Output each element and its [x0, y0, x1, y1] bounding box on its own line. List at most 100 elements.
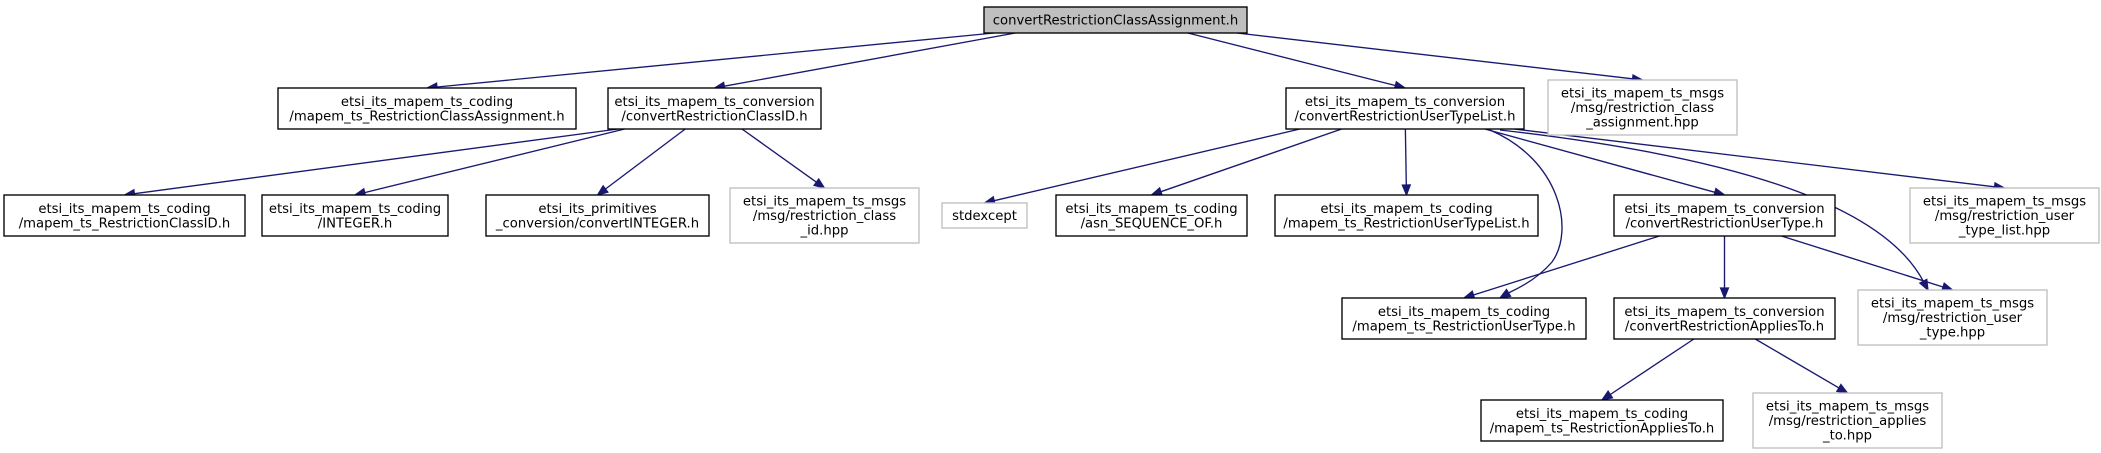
- node-n9[interactable]: stdexcept: [941, 202, 1028, 229]
- edge-line: [134, 128, 619, 195]
- edge-line: [1473, 235, 1660, 296]
- node-label-line: etsi_its_mapem_ts_msgs: [1561, 87, 1724, 102]
- edge-arrowhead: [1401, 184, 1412, 197]
- edge-n3-to-n13: [1513, 128, 2007, 192]
- node-box: [607, 87, 822, 130]
- edge-arrowhead: [1600, 390, 1614, 401]
- node-root[interactable]: convertRestrictionClassAssignment.h: [983, 6, 1248, 34]
- node-n12[interactable]: etsi_its_mapem_ts_conversion/convertRest…: [1613, 194, 1836, 237]
- edge-n2-to-n7: [596, 128, 686, 196]
- node-label-line: _assignment.hpp: [1585, 116, 1699, 131]
- edge-line: [1404, 128, 1407, 186]
- node-n18[interactable]: etsi_its_mapem_ts_msgs/msg/restriction_a…: [1752, 392, 1943, 449]
- node-n11[interactable]: etsi_its_mapem_ts_coding/mapem_ts_Restri…: [1274, 194, 1539, 237]
- edge-line: [1754, 338, 1840, 389]
- edge-n3-to-n12: [1484, 128, 1727, 197]
- edge-line: [1499, 129, 1924, 282]
- node-n8[interactable]: etsi_its_mapem_ts_msgs/msg/restriction_c…: [729, 187, 920, 244]
- edge-n15-to-n17: [1600, 338, 1695, 401]
- node-label-line: /mapem_ts_RestrictionUserTypeList.h: [1283, 216, 1529, 231]
- node-box: [1274, 194, 1539, 237]
- node-label-line: /msg/restriction_applies: [1769, 414, 1927, 429]
- edge-n12-to-n16: [1781, 235, 1955, 292]
- node-label-line: etsi_its_mapem_ts_conversion: [1305, 95, 1505, 110]
- node-box: [261, 194, 449, 237]
- edge-line: [741, 128, 817, 183]
- node-box: [277, 87, 577, 130]
- edge-root-to-n4: [1236, 32, 1645, 84]
- node-label-line: _id.hpp: [800, 224, 849, 239]
- nodes-layer: convertRestrictionClassAssignment.h etsi_…: [3, 6, 2100, 449]
- node-label-line: /msg/restriction_user: [1883, 311, 2023, 326]
- edge-arrowhead: [1498, 288, 1512, 299]
- edge-line: [1236, 32, 1633, 80]
- edge-root-to-n3: [1187, 32, 1407, 91]
- node-box: [1480, 399, 1724, 442]
- node-box: [1341, 297, 1587, 340]
- edge-arrowhead: [1719, 287, 1730, 300]
- node-box: [1547, 79, 1738, 136]
- node-label-line: /msg/restriction_user: [1935, 209, 2075, 224]
- edge-line: [1513, 128, 1995, 188]
- node-label-line: /convertRestrictionClassID.h: [621, 109, 807, 124]
- node-n5[interactable]: etsi_its_mapem_ts_coding/mapem_ts_Restri…: [3, 194, 246, 237]
- edges-layer: [122, 32, 2007, 401]
- node-box: [729, 187, 920, 244]
- node-box: [1285, 87, 1525, 130]
- edge-n12-to-n15: [1719, 236, 1730, 300]
- edge-arrowhead: [812, 177, 826, 189]
- node-label-line: etsi_its_mapem_ts_coding: [1378, 305, 1550, 320]
- edge-n3-to-n11: [1401, 128, 1412, 197]
- edge-line: [364, 128, 625, 194]
- edge-n2-to-n8: [741, 128, 826, 189]
- edge-n12-to-n14: [1462, 235, 1660, 300]
- node-box: [1909, 187, 2100, 244]
- edge-n3-to-n10: [1149, 128, 1342, 197]
- node-label-line: etsi_its_mapem_ts_coding: [269, 202, 441, 217]
- node-label-line: _type_list.hpp: [1958, 224, 2050, 239]
- node-label-line: /mapem_ts_RestrictionClassAssignment.h: [289, 109, 564, 124]
- node-label-line: /msg/restriction_class: [1571, 101, 1714, 116]
- edge-root-to-n1: [425, 32, 995, 92]
- node-label-line: /asn_SEQUENCE_OF.h: [1081, 216, 1223, 231]
- edge-line: [1781, 235, 1944, 288]
- node-n16[interactable]: etsi_its_mapem_ts_msgs/msg/restriction_u…: [1857, 289, 2048, 346]
- node-n15[interactable]: etsi_its_mapem_ts_conversion/convertRest…: [1613, 297, 1836, 340]
- node-box: [941, 202, 1028, 229]
- node-label-line: etsi_its_mapem_ts_msgs: [743, 195, 906, 210]
- node-label-line: etsi_its_mapem_ts_coding: [1320, 202, 1492, 217]
- node-n7[interactable]: etsi_its_primitives_conversion/convertIN…: [485, 194, 710, 237]
- node-label-line: etsi_its_mapem_ts_conversion: [614, 95, 814, 110]
- node-label-line: etsi_its_primitives: [538, 202, 656, 217]
- node-label-line: /INTEGER.h: [318, 216, 392, 231]
- node-n14[interactable]: etsi_its_mapem_ts_coding/mapem_ts_Restri…: [1341, 297, 1587, 340]
- node-label-line: /mapem_ts_RestrictionClassID.h: [19, 216, 231, 231]
- node-label-line: etsi_its_mapem_ts_conversion: [1624, 202, 1824, 217]
- node-label-line: /convertRestrictionAppliesTo.h: [1625, 319, 1824, 334]
- node-n10[interactable]: etsi_its_mapem_ts_coding/asn_SEQUENCE_OF…: [1055, 194, 1248, 237]
- node-label-line: convertRestrictionClassAssignment.h: [993, 14, 1238, 29]
- node-n6[interactable]: etsi_its_mapem_ts_coding/INTEGER.h: [261, 194, 449, 237]
- edge-n15-to-n18: [1754, 338, 1849, 394]
- node-n2[interactable]: etsi_its_mapem_ts_conversion/convertRest…: [607, 87, 822, 130]
- node-n1[interactable]: etsi_its_mapem_ts_coding/mapem_ts_Restri…: [277, 87, 577, 130]
- node-label-line: etsi_its_mapem_ts_msgs: [1766, 400, 1929, 415]
- node-n4[interactable]: etsi_its_mapem_ts_msgs/msg/restriction_c…: [1547, 79, 1738, 136]
- edge-line: [724, 32, 1016, 87]
- node-box: [1055, 194, 1248, 237]
- node-label-line: /convertRestrictionUserTypeList.h: [1295, 109, 1516, 124]
- node-n17[interactable]: etsi_its_mapem_ts_coding/mapem_ts_Restri…: [1480, 399, 1724, 442]
- node-label-line: _conversion/convertINTEGER.h: [495, 216, 699, 231]
- edge-line: [605, 128, 686, 190]
- edge-line: [1160, 128, 1342, 193]
- node-box: [1857, 289, 2048, 346]
- edge-line: [1489, 129, 1563, 294]
- node-box: [1752, 392, 1943, 449]
- node-label-line: _to.hpp: [1822, 429, 1872, 444]
- edge-line: [1609, 338, 1695, 396]
- node-n13[interactable]: etsi_its_mapem_ts_msgs/msg/restriction_u…: [1909, 187, 2100, 244]
- node-n3[interactable]: etsi_its_mapem_ts_conversion/convertRest…: [1285, 87, 1525, 130]
- edge-root-to-n2: [712, 32, 1016, 91]
- edge-n3-to-n14: [1489, 129, 1563, 299]
